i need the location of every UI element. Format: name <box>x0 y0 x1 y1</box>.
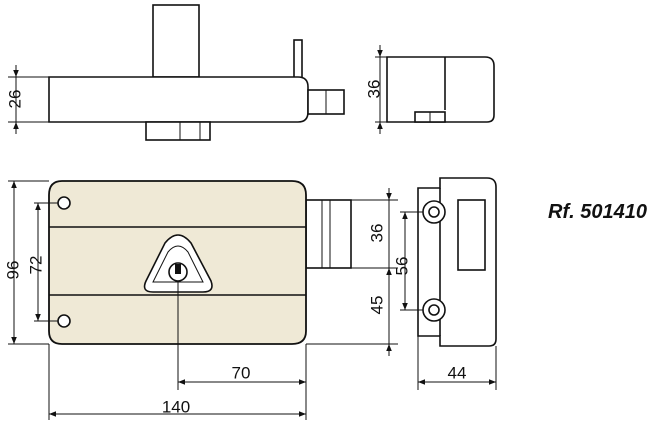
side-view-dim-44: 44 <box>448 364 467 383</box>
front-view-cylinder-inner <box>152 245 204 283</box>
front-view-dim-36: 36 <box>368 224 387 243</box>
front-view-dim-96: 96 <box>4 261 23 280</box>
top-view-dim-26: 26 <box>6 90 25 109</box>
side-view-dim-56: 56 <box>393 257 412 276</box>
front-view-bolt <box>305 199 352 269</box>
side-view-top-body <box>386 56 495 123</box>
front-view-screw-hole-bottom <box>57 314 71 328</box>
top-view: 26 <box>6 4 345 141</box>
front-view: 96 72 36 45 70 140 <box>4 180 398 420</box>
side-view-top-dim-36: 36 <box>365 80 384 99</box>
top-view-handle <box>152 4 200 78</box>
front-view-dim-72: 72 <box>27 256 46 275</box>
side-view: 56 44 <box>393 177 497 390</box>
side-view-top: 36 <box>365 45 495 134</box>
front-view-dim-70: 70 <box>232 364 251 383</box>
top-view-flange <box>293 39 303 79</box>
front-view-dim-140: 140 <box>162 398 190 417</box>
front-view-screw-hole-top <box>57 196 71 210</box>
top-view-body <box>48 76 309 123</box>
front-view-dim-45: 45 <box>368 296 387 315</box>
side-view-slot <box>457 199 486 271</box>
top-view-cylinder <box>145 121 211 141</box>
reference-label: Rf. 501410 <box>548 201 647 223</box>
